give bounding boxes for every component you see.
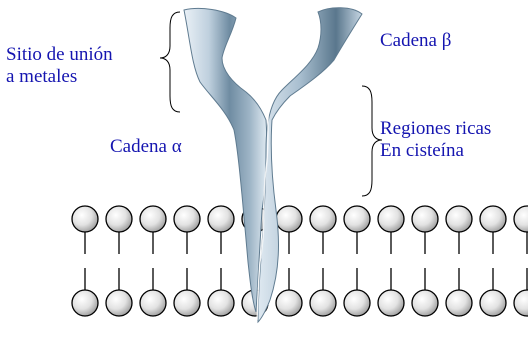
lipid-head-outer — [514, 206, 528, 232]
lipid-head-outer — [106, 206, 132, 232]
lipid-head-inner — [480, 290, 506, 316]
metal-site-line-1: Sitio de unión — [6, 44, 113, 66]
lipid-head-inner — [72, 290, 98, 316]
phospholipid — [106, 206, 132, 316]
phospholipid — [208, 206, 234, 316]
alpha-chain-label: Cadena α — [110, 136, 182, 158]
receptor-protein — [184, 8, 362, 322]
lipid-head-outer — [310, 206, 336, 232]
phospholipid — [378, 206, 404, 316]
brace-cysteine-regions — [362, 86, 382, 196]
phospholipid — [344, 206, 370, 316]
lipid-head-outer — [344, 206, 370, 232]
lipid-head-outer — [446, 206, 472, 232]
phospholipid — [514, 206, 528, 316]
lipid-head-outer — [412, 206, 438, 232]
cysteine-line-2: En cisteína — [380, 140, 491, 162]
lipid-head-inner — [174, 290, 200, 316]
phospholipid — [276, 206, 302, 316]
lipid-bilayer — [72, 206, 528, 316]
brace-metal-site — [160, 12, 180, 112]
lipid-head-outer — [174, 206, 200, 232]
lipid-head-inner — [514, 290, 528, 316]
lipid-head-inner — [412, 290, 438, 316]
lipid-head-inner — [208, 290, 234, 316]
lipid-head-inner — [310, 290, 336, 316]
alpha-chain — [184, 8, 267, 312]
lipid-head-outer — [208, 206, 234, 232]
lipid-head-inner — [106, 290, 132, 316]
lipid-head-inner — [378, 290, 404, 316]
cysteine-line-1: Regiones ricas — [380, 118, 491, 140]
lipid-head-outer — [480, 206, 506, 232]
phospholipid — [174, 206, 200, 316]
lipid-head-outer — [140, 206, 166, 232]
phospholipid — [72, 206, 98, 316]
phospholipid — [412, 206, 438, 316]
lipid-head-inner — [344, 290, 370, 316]
phospholipid — [446, 206, 472, 316]
beta-chain-label: Cadena β — [380, 30, 451, 52]
phospholipid — [310, 206, 336, 316]
phospholipid — [480, 206, 506, 316]
lipid-head-outer — [72, 206, 98, 232]
lipid-head-outer — [378, 206, 404, 232]
phospholipid — [140, 206, 166, 316]
lipid-head-inner — [446, 290, 472, 316]
beta-chain — [258, 8, 362, 322]
lipid-head-inner — [140, 290, 166, 316]
metal-site-line-2: a metales — [6, 66, 113, 88]
lipid-head-outer — [276, 206, 302, 232]
metal-binding-site-label: Sitio de unión a metales — [6, 44, 113, 88]
lipid-head-inner — [276, 290, 302, 316]
cysteine-regions-label: Regiones ricas En cisteína — [380, 118, 491, 162]
